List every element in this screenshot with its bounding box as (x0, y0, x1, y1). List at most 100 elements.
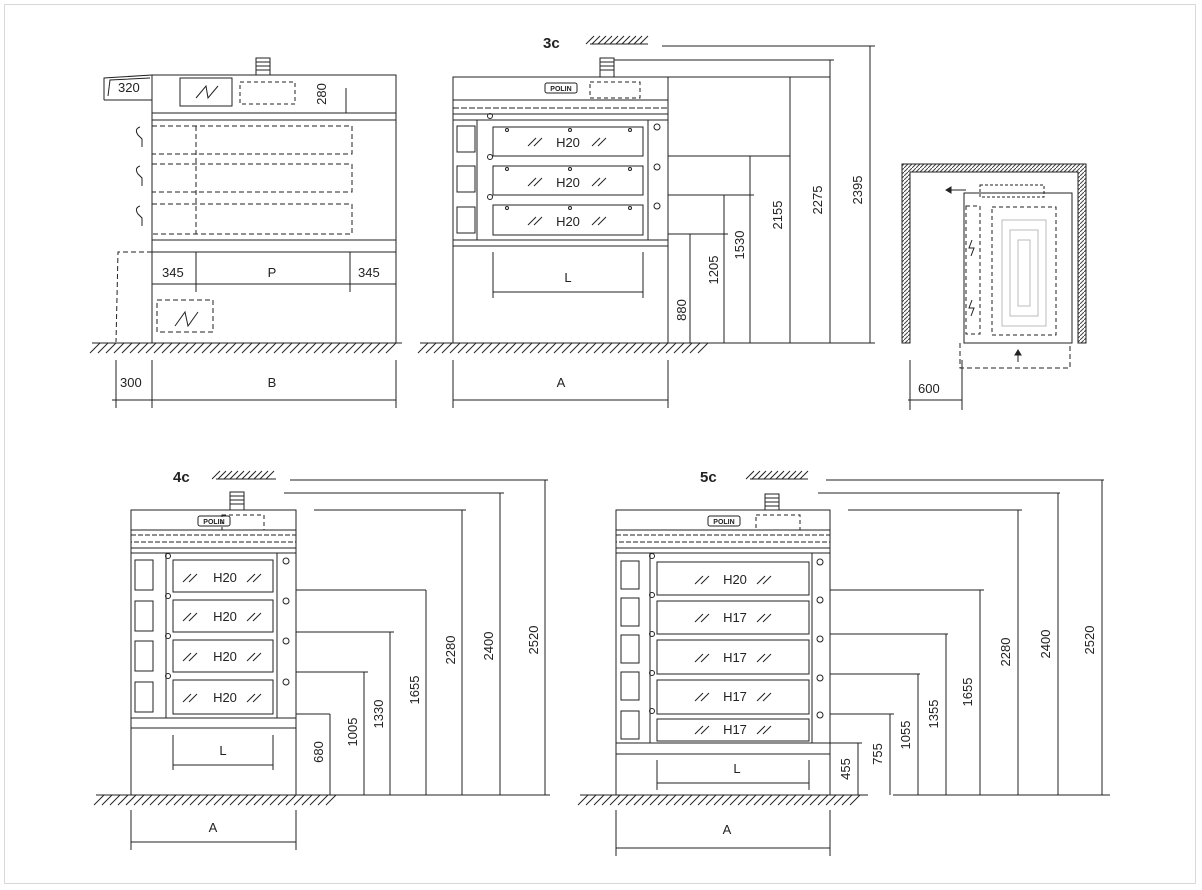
hatch-stroke (489, 342, 501, 354)
hatch-stroke (285, 794, 297, 806)
hatch-stroke (93, 794, 105, 806)
dim-depth-p: P (268, 265, 277, 280)
hatch-stroke (609, 342, 621, 354)
dim-height-4c-1330: 1330 (371, 700, 386, 729)
control-panel-icon (456, 125, 476, 234)
hatch-stroke (665, 794, 677, 806)
hatch-stroke (297, 342, 309, 354)
hatch-stroke (241, 470, 251, 480)
deck-label-4c-2: H20 (213, 609, 237, 624)
hatch-stroke (193, 342, 205, 354)
hatch-stroke (465, 342, 477, 354)
oven-body-side (151, 74, 397, 344)
hatch-stroke (529, 342, 541, 354)
hatch-stroke (235, 470, 245, 480)
dim-inner-width-4c: L (219, 743, 226, 758)
hatch-stroke (247, 470, 257, 480)
hatch-stroke (253, 470, 263, 480)
hatch-stroke (593, 794, 605, 806)
hatch-stroke (627, 35, 637, 45)
deck-label-3c-3: H20 (556, 214, 580, 229)
hatch-stroke (141, 794, 153, 806)
hatch-stroke (751, 470, 761, 480)
hatch-stroke (245, 794, 257, 806)
hatch-stroke (681, 794, 693, 806)
hatch-stroke (265, 470, 275, 480)
hatch-stroke (577, 342, 589, 354)
hatch-stroke (597, 35, 607, 45)
hatch-stroke (633, 35, 643, 45)
hatch-stroke (205, 794, 217, 806)
hatch-stroke (633, 794, 645, 806)
hatch-stroke (617, 794, 629, 806)
hatch-stroke (101, 794, 113, 806)
hatch-stroke (369, 342, 381, 354)
hatch-stroke (89, 342, 101, 354)
hatch-stroke (353, 342, 365, 354)
hatch-stroke (633, 342, 645, 354)
hatch-stroke (473, 342, 485, 354)
hatch-stroke (757, 470, 767, 480)
hatch-stroke (769, 470, 779, 480)
hatch-stroke (149, 794, 161, 806)
hatch-stroke (641, 342, 653, 354)
plan-view (901, 163, 1087, 410)
hatch-stroke (729, 794, 741, 806)
hatch-stroke (117, 794, 129, 806)
deck-label-5c-3: H17 (723, 650, 747, 665)
hatch-stroke (689, 794, 701, 806)
hatch-stroke (561, 342, 573, 354)
hatch-stroke (705, 794, 717, 806)
hatch-stroke (329, 342, 341, 354)
hatch-stroke (425, 342, 437, 354)
hatch-stroke (777, 794, 789, 806)
dim-320: 320 (118, 80, 140, 95)
hatch-stroke (673, 342, 685, 354)
glass-hatch-marks (182, 137, 772, 735)
dim-outer-width-3c: A (557, 375, 566, 390)
hatch-stroke (161, 342, 173, 354)
hatch-stroke (841, 794, 853, 806)
hatch-stroke (337, 342, 349, 354)
deck-label-4c-3: H20 (213, 649, 237, 664)
drawing-frame (4, 4, 1196, 884)
hatch-stroke (433, 342, 445, 354)
deck-label-3c-1: H20 (556, 135, 580, 150)
hatch-stroke (265, 342, 277, 354)
ceiling-hatch-icon (585, 35, 649, 45)
control-panel-icon (134, 559, 154, 713)
hatch-stroke (309, 794, 321, 806)
hatch-stroke (799, 470, 809, 480)
hatch-stroke (721, 794, 733, 806)
heating-element-icon (179, 77, 233, 107)
hatch-stroke (321, 342, 333, 354)
hatch-stroke (113, 342, 125, 354)
hatch-stroke (259, 470, 269, 480)
dim-inner-width-3c: L (564, 270, 571, 285)
hatch-stroke (213, 794, 225, 806)
hatch-stroke (97, 342, 109, 354)
hatch-stroke (697, 794, 709, 806)
dim-height-3c-2155: 2155 (770, 201, 785, 230)
hatch-stroke (185, 342, 197, 354)
hatch-stroke (769, 794, 781, 806)
hatch-stroke (781, 470, 791, 480)
hatch-stroke (449, 342, 461, 354)
logo-polin-4c: POLIN (203, 519, 224, 526)
dim-height-4c-1655: 1655 (407, 676, 422, 705)
title-4c: 4c (173, 469, 190, 486)
dim-height-4c-2400: 2400 (481, 632, 496, 661)
hatch-stroke (249, 342, 261, 354)
title-5c: 5c (700, 469, 717, 486)
hatch-stroke (497, 342, 509, 354)
dim-height-3c-2395: 2395 (850, 176, 865, 205)
hatch-stroke (169, 342, 181, 354)
hatch-stroke (121, 342, 133, 354)
hatch-stroke (173, 794, 185, 806)
hatch-stroke (537, 342, 549, 354)
hatch-stroke (109, 794, 121, 806)
hatch-stroke (681, 342, 693, 354)
hatch-stroke (665, 342, 677, 354)
dim-height-5c-2280: 2280 (998, 638, 1013, 667)
